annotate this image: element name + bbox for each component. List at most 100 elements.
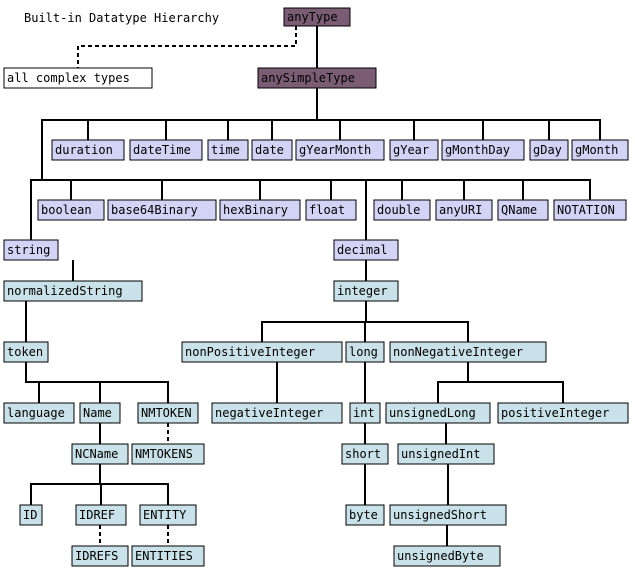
node-label-nonNegativeInteger: nonNegativeInteger bbox=[393, 345, 523, 359]
node-nonNegativeInteger: nonNegativeInteger bbox=[389, 341, 547, 363]
node-box-token bbox=[3, 341, 49, 363]
node-label-ENTITY: ENTITY bbox=[143, 508, 187, 522]
node-label-decimal: decimal bbox=[337, 243, 388, 257]
node-box-integer bbox=[333, 280, 399, 302]
node-QName: QName bbox=[497, 199, 549, 221]
node-Name: Name bbox=[79, 402, 121, 424]
node-IDREF: IDREF bbox=[75, 504, 127, 526]
edge-anyType-to-allComplex bbox=[77, 26, 297, 68]
node-box-gMonthDay bbox=[441, 139, 525, 161]
node-label-NMTOKENS: NMTOKENS bbox=[135, 447, 193, 461]
node-box-byte bbox=[345, 504, 385, 526]
node-box-unsignedShort bbox=[389, 504, 507, 526]
node-label-duration: duration bbox=[55, 143, 113, 157]
node-label-positiveInteger: positiveInteger bbox=[501, 406, 609, 420]
node-label-dateTime: dateTime bbox=[133, 143, 191, 157]
node-label-gMonth: gMonth bbox=[575, 143, 618, 157]
node-gYear: gYear bbox=[389, 139, 439, 161]
node-box-anyType bbox=[283, 7, 351, 27]
edge-anySimpleType-to-gDay bbox=[316, 88, 550, 140]
node-box-decimal bbox=[333, 239, 399, 261]
node-byte: byte bbox=[345, 504, 385, 526]
node-label-gDay: gDay bbox=[533, 143, 562, 157]
edge-anySimpleType-to-dateTime bbox=[165, 88, 318, 140]
edge-anySimpleType-to-QName bbox=[42, 179, 524, 200]
node-anyType: anyType bbox=[283, 7, 351, 27]
node-positiveInteger: positiveInteger bbox=[497, 402, 629, 424]
node-normalizedString: normalizedString bbox=[3, 280, 143, 302]
node-label-ENTITIES: ENTITIES bbox=[135, 549, 193, 563]
node-box-unsignedInt bbox=[397, 443, 495, 465]
node-box-date bbox=[251, 139, 293, 161]
node-label-hexBinary: hexBinary bbox=[223, 203, 288, 217]
node-label-IDREFS: IDREFS bbox=[75, 549, 118, 563]
node-short: short bbox=[341, 443, 389, 465]
node-label-unsignedShort: unsignedShort bbox=[393, 508, 487, 522]
edge-anySimpleType-to-date bbox=[271, 88, 318, 140]
node-box-NMTOKENS bbox=[131, 443, 205, 465]
node-box-NCName bbox=[71, 443, 129, 465]
node-label-unsignedByte: unsignedByte bbox=[397, 549, 484, 563]
node-NCName: NCName bbox=[71, 443, 129, 465]
edge-anySimpleType-to-gYearMonth bbox=[316, 88, 341, 140]
node-box-boolean bbox=[37, 199, 105, 221]
node-label-short: short bbox=[345, 447, 381, 461]
node-label-Name: Name bbox=[83, 406, 112, 420]
node-box-double bbox=[373, 199, 431, 221]
edge-anySimpleType-to-gMonthDay bbox=[316, 88, 484, 140]
node-label-double: double bbox=[377, 203, 420, 217]
node-box-gMonth bbox=[571, 139, 629, 161]
node-dateTime: dateTime bbox=[129, 139, 203, 161]
node-IDREFS: IDREFS bbox=[71, 545, 129, 567]
node-label-normalizedString: normalizedString bbox=[7, 284, 123, 298]
node-label-long: long bbox=[349, 345, 378, 359]
node-box-string bbox=[3, 239, 59, 261]
node-time: time bbox=[207, 139, 249, 161]
node-box-float bbox=[305, 199, 357, 221]
node-box-gDay bbox=[529, 139, 569, 161]
edge-anySimpleType-to-base64Binary bbox=[42, 179, 163, 200]
node-label-NCName: NCName bbox=[75, 447, 118, 461]
node-box-anyURI bbox=[435, 199, 493, 221]
node-box-negativeInteger bbox=[211, 402, 343, 424]
node-label-unsignedLong: unsignedLong bbox=[389, 406, 476, 420]
node-label-QName: QName bbox=[501, 203, 537, 217]
node-unsignedByte: unsignedByte bbox=[393, 545, 501, 567]
node-unsignedLong: unsignedLong bbox=[385, 402, 491, 424]
node-label-nonPositiveInteger: nonPositiveInteger bbox=[185, 345, 315, 359]
bus-anySimpleType-children bbox=[41, 119, 600, 200]
node-integer: integer bbox=[333, 280, 399, 302]
node-box-QName bbox=[497, 199, 549, 221]
node-label-allComplex: all complex types bbox=[7, 71, 130, 85]
node-NOTATION: NOTATION bbox=[553, 199, 627, 221]
node-label-anyType: anyType bbox=[287, 10, 338, 24]
node-label-ID: ID bbox=[23, 508, 37, 522]
node-box-language bbox=[3, 402, 75, 424]
node-label-gMonthDay: gMonthDay bbox=[445, 143, 510, 157]
node-float: float bbox=[305, 199, 357, 221]
node-box-IDREF bbox=[75, 504, 127, 526]
edge-anySimpleType-to-boolean bbox=[42, 179, 72, 200]
node-unsignedInt: unsignedInt bbox=[397, 443, 495, 465]
node-unsignedShort: unsignedShort bbox=[389, 504, 507, 526]
node-box-unsignedByte bbox=[393, 545, 501, 567]
node-label-gYear: gYear bbox=[393, 143, 429, 157]
node-box-Name bbox=[79, 402, 121, 424]
node-box-short bbox=[341, 443, 389, 465]
node-box-anySimpleType bbox=[257, 67, 377, 89]
node-box-base64Binary bbox=[107, 199, 217, 221]
node-box-NMTOKEN bbox=[137, 402, 199, 424]
node-label-time: time bbox=[211, 143, 240, 157]
edges-layer bbox=[25, 26, 601, 546]
node-date: date bbox=[251, 139, 293, 161]
node-long: long bbox=[345, 341, 385, 363]
node-label-base64Binary: base64Binary bbox=[111, 203, 198, 217]
node-NMTOKEN: NMTOKEN bbox=[137, 402, 199, 424]
node-box-long bbox=[345, 341, 385, 363]
edge-anySimpleType-to-gMonth bbox=[316, 88, 601, 140]
node-string: string bbox=[3, 239, 59, 261]
edge-anySimpleType-to-double bbox=[42, 179, 403, 200]
node-label-boolean: boolean bbox=[41, 203, 92, 217]
node-label-date: date bbox=[255, 143, 284, 157]
